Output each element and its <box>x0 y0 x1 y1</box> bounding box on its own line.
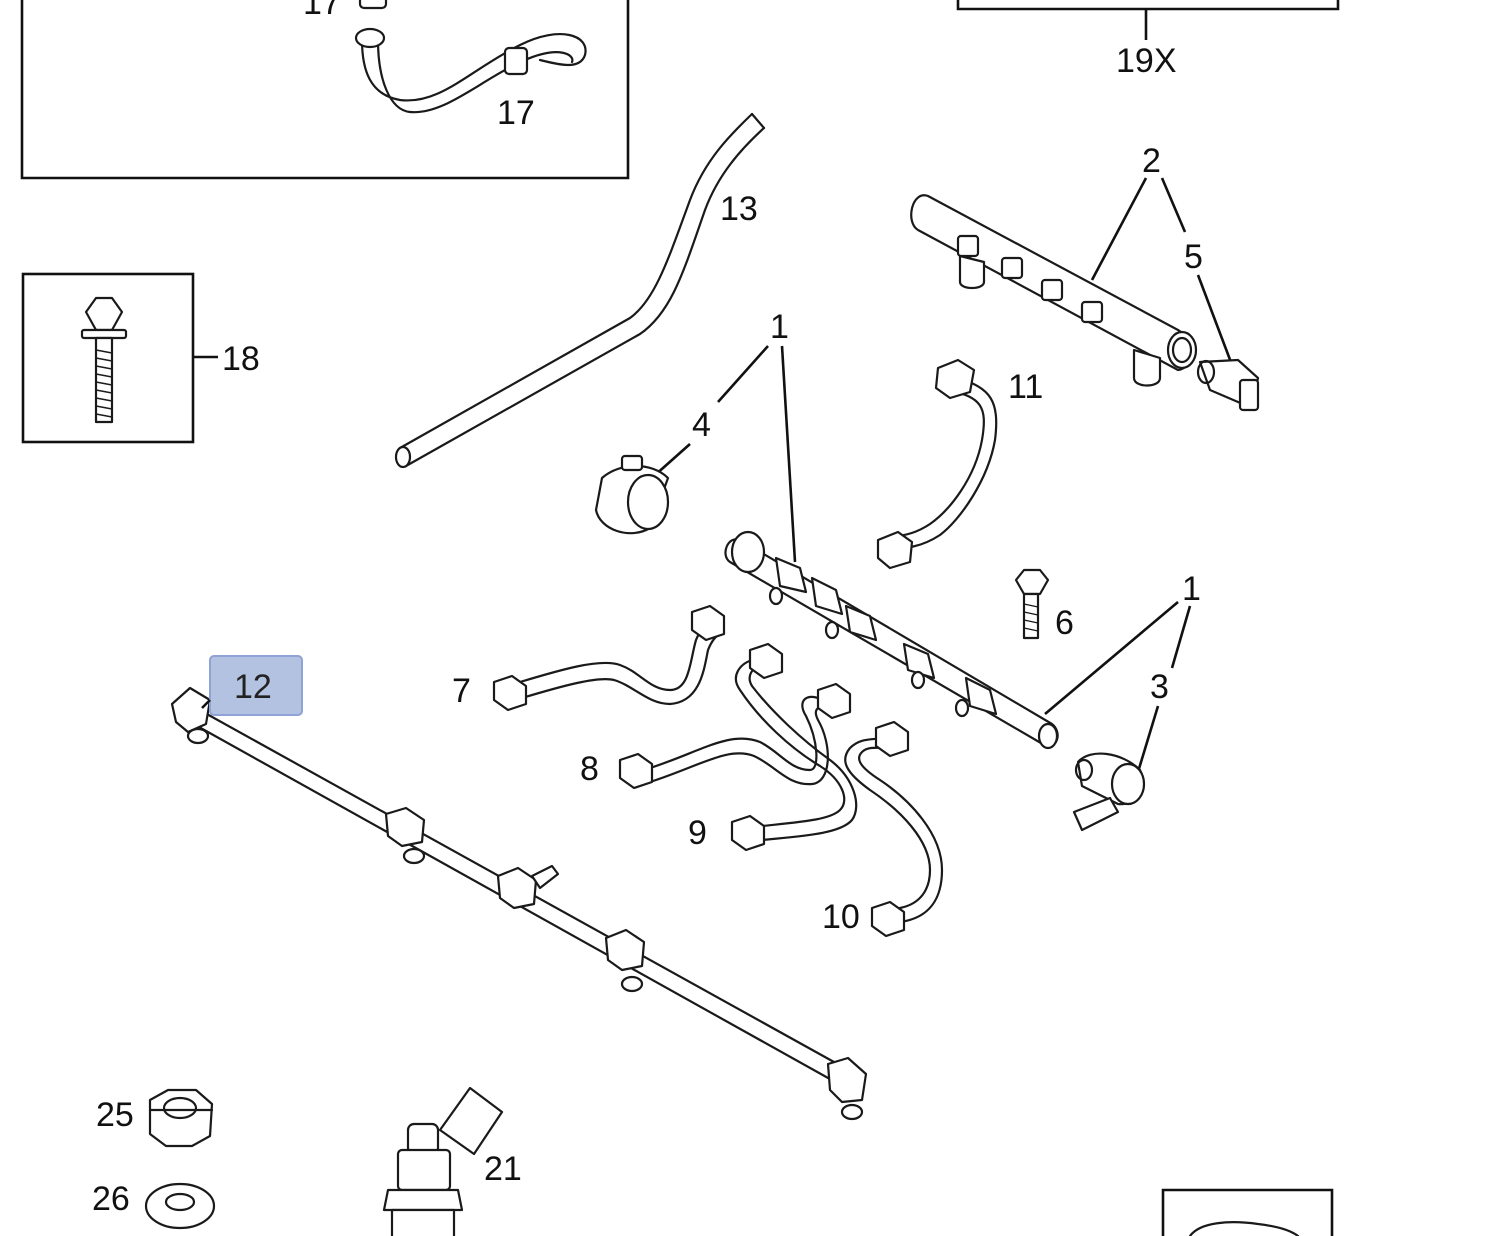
callout-12: 12 <box>234 668 272 706</box>
fuel-rail-2[interactable] <box>910 194 1198 387</box>
injector-pipe-10[interactable] <box>844 720 944 938</box>
callout-25: 25 <box>96 1096 134 1134</box>
callout-1-upper: 1 <box>770 308 789 346</box>
callout-7: 7 <box>452 672 471 710</box>
callout-17-top: 17 <box>303 0 341 22</box>
callout-2: 2 <box>1142 142 1161 180</box>
bolt-6[interactable] <box>1014 568 1050 640</box>
callout-13: 13 <box>720 190 758 228</box>
callout-17: 17 <box>497 94 535 132</box>
callout-12-highlight[interactable] <box>209 655 303 716</box>
inset-box-18 <box>21 272 218 444</box>
leak-off-pipe-12[interactable] <box>170 686 868 1121</box>
fuel-rail-1[interactable] <box>724 530 1059 750</box>
injector-pipe-9[interactable] <box>730 642 858 852</box>
inset-box-17 <box>20 0 630 180</box>
callout-4: 4 <box>692 406 711 444</box>
injector-pipe-8[interactable] <box>618 682 852 790</box>
callout-11: 11 <box>1008 368 1043 406</box>
inset-box-19x <box>956 0 1340 40</box>
nut-25[interactable] <box>148 1088 214 1148</box>
callout-21: 21 <box>484 1150 522 1188</box>
callout-8: 8 <box>580 750 599 788</box>
pressure-valve-3[interactable] <box>1072 752 1146 832</box>
callout-18: 18 <box>222 340 260 378</box>
hose-13[interactable] <box>394 112 766 469</box>
injector-pipe-7[interactable] <box>492 604 726 712</box>
callout-5: 5 <box>1184 238 1203 276</box>
callout-19x: 19X <box>1116 42 1177 80</box>
callout-6: 6 <box>1055 604 1074 642</box>
callout-10: 10 <box>822 898 860 936</box>
washer-26[interactable] <box>144 1182 216 1230</box>
callout-3: 3 <box>1150 668 1169 706</box>
callout-9: 9 <box>688 814 707 852</box>
callout-26: 26 <box>92 1180 130 1218</box>
injector-pipe-11[interactable] <box>876 358 998 570</box>
callout-1-lower: 1 <box>1182 570 1201 608</box>
injector-21[interactable] <box>382 1086 504 1236</box>
pressure-sensor-5[interactable] <box>1196 358 1260 412</box>
cap-4[interactable] <box>594 454 670 535</box>
inset-box-bottom-right <box>1161 1188 1334 1236</box>
